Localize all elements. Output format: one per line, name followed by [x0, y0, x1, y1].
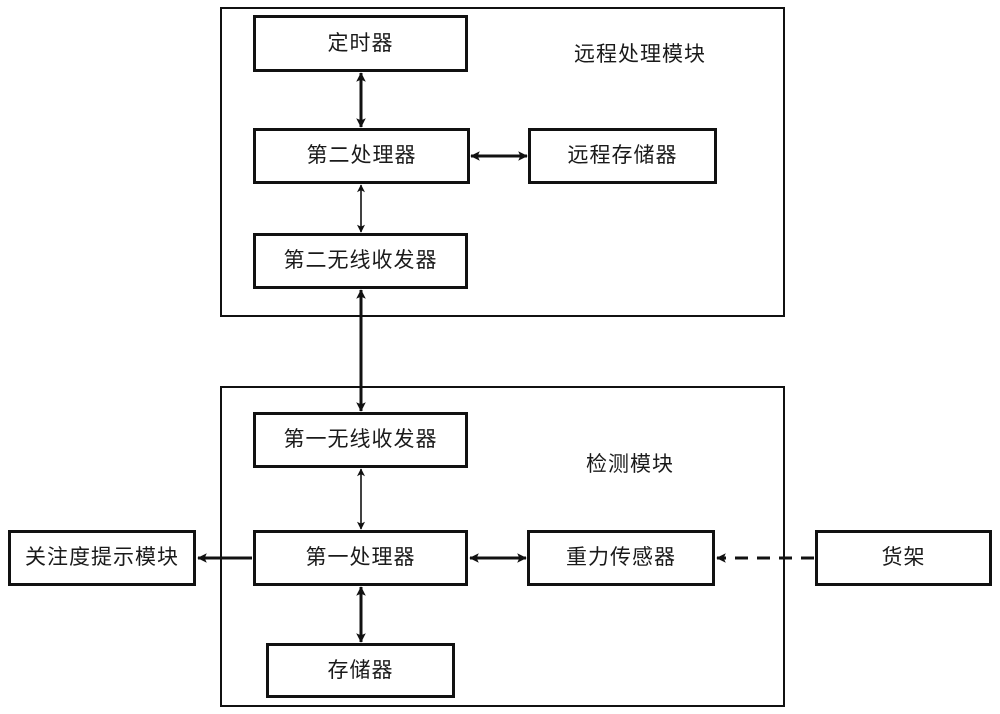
detection-module-frame: [220, 386, 785, 707]
first-wireless-transceiver-block[interactable]: 第一无线收发器: [253, 412, 468, 468]
second-wireless-transceiver-block[interactable]: 第二无线收发器: [253, 233, 468, 289]
remote-processing-module-frame: [220, 7, 785, 317]
timer-block[interactable]: 定时器: [253, 15, 468, 72]
attention-prompt-module-block[interactable]: 关注度提示模块: [8, 530, 196, 586]
memory-block[interactable]: 存储器: [266, 643, 455, 698]
first-processor-block[interactable]: 第一处理器: [253, 530, 468, 586]
shelf-block[interactable]: 货架: [815, 530, 992, 586]
remote-memory-block[interactable]: 远程存储器: [528, 128, 717, 184]
detection-module-label: 检测模块: [586, 452, 674, 476]
gravity-sensor-block[interactable]: 重力传感器: [527, 530, 715, 586]
second-processor-block[interactable]: 第二处理器: [253, 128, 470, 184]
remote-processing-module-label: 远程处理模块: [574, 42, 706, 66]
